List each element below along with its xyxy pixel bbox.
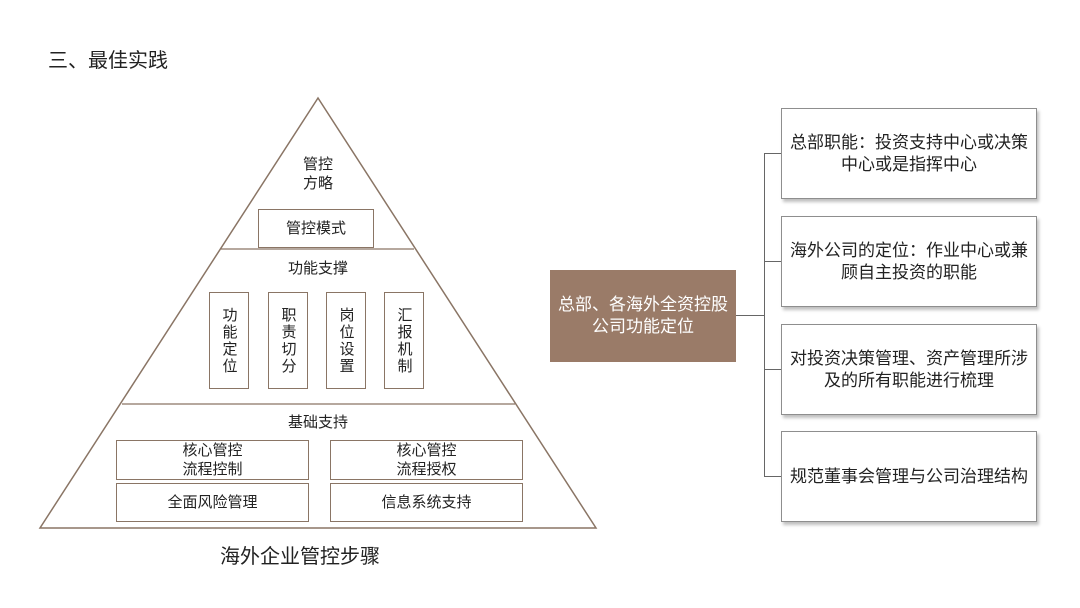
connector-branch-3 [764,369,781,370]
tier-bottom-box-4: 信息系统支持 [330,483,523,522]
pyramid-caption: 海外企业管控步骤 [220,546,380,568]
tree-item-2: 海外公司的定位：作业中心或兼顾自主投资的职能 [781,216,1037,307]
tier-middle-box-4: 汇报机制 [384,292,424,389]
tree-item-1: 总部职能：投资支持中心或决策中心或是指挥中心 [781,108,1037,199]
tree-item-4: 规范董事会管理与公司治理结构 [781,431,1037,522]
tier-bottom-label: 基础支持 [287,414,348,431]
tier-bottom-box-2: 核心管控 流程授权 [330,440,523,480]
pyramid-outline [38,96,598,529]
tier-top-box: 管控模式 [258,209,374,248]
tree-center-box: 总部、各海外全资控股公司功能定位 [550,270,736,362]
slide-title: 三、最佳实践 [48,50,168,72]
tier-bottom-box-1: 核心管控 流程控制 [116,440,309,480]
tree-item-3: 对投资决策管理、资产管理所涉及的所有职能进行梳理 [781,324,1037,415]
connector-branch-4 [764,476,781,477]
tier-top-label: 管控 方略 [302,156,333,192]
tier-middle-box-3: 岗位设置 [326,292,366,389]
connector-branch-2 [764,261,781,262]
connector-spine [764,153,765,476]
connector-main [736,315,764,316]
tier-bottom-box-3: 全面风险管理 [116,483,309,522]
tier-middle-box-2: 职责切分 [268,292,308,389]
connector-branch-1 [764,153,781,154]
tier-middle-label: 功能支撑 [287,260,348,277]
tier-middle-box-1: 功能定位 [209,292,249,389]
